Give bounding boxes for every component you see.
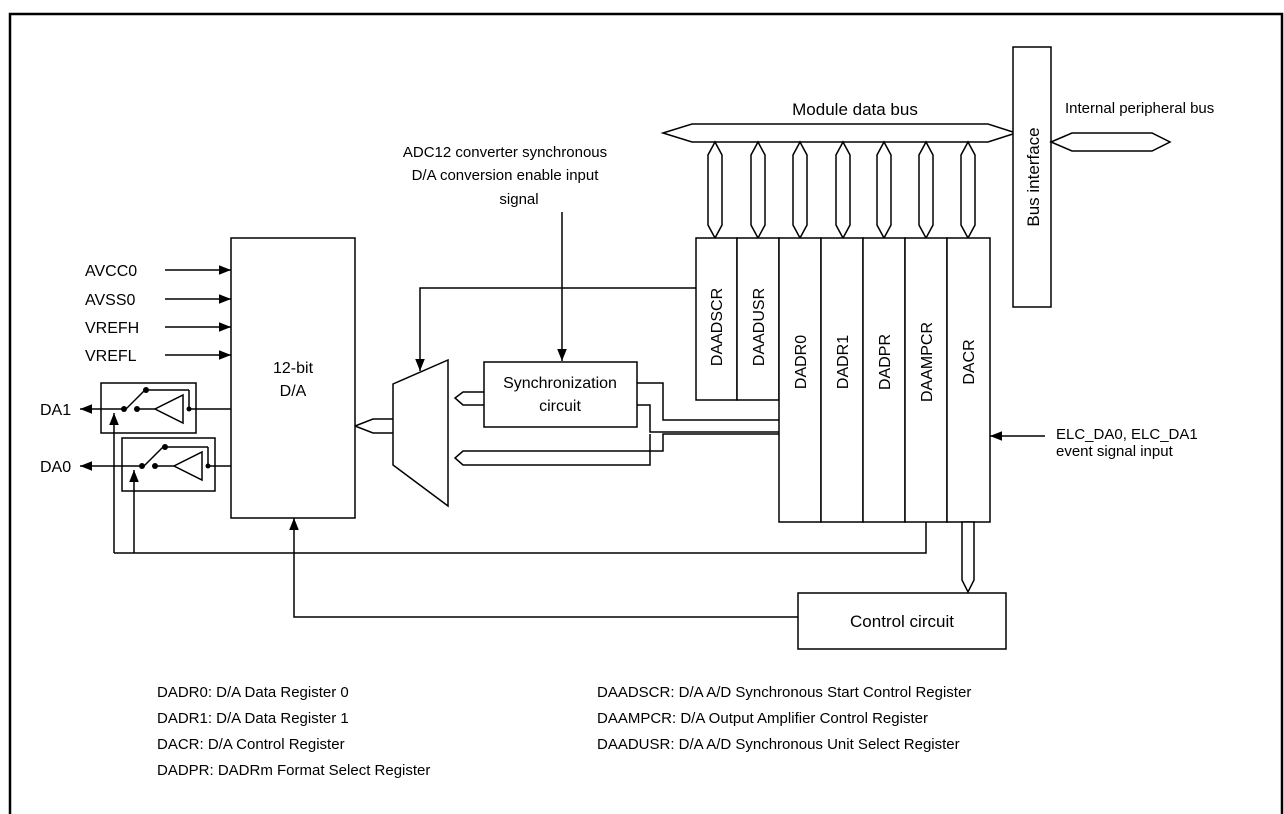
legend-right-item: DAADUSR: D/A A/D Synchronous Unit Select… — [597, 736, 960, 753]
legend-right-item: DAAMPCR: D/A Output Amplifier Control Re… — [597, 710, 928, 727]
event-label-line2: event signal input — [1056, 443, 1174, 460]
da0-output-stage — [80, 437, 231, 553]
sync-to-mux-bus — [453, 391, 484, 406]
input-avss0: AVSS0 — [85, 292, 136, 309]
output-da0: DA0 — [40, 459, 71, 476]
adc-sync-label-line3: signal — [499, 191, 538, 208]
register-bus-stubs — [707, 140, 976, 240]
register-daadusr — [736, 237, 780, 401]
module-data-bus — [660, 123, 1019, 143]
register-label: DADPR — [877, 334, 894, 390]
multiplexer — [392, 358, 449, 508]
bus-interface-label: Bus interface — [1024, 127, 1043, 226]
output-da1: DA1 — [40, 402, 71, 419]
register-label: DAADSCR — [709, 288, 726, 366]
dac-label-line2: D/A — [280, 383, 307, 400]
legend-left-item: DACR: D/A Control Register — [157, 736, 345, 753]
sync-circuit-label-line2: circuit — [539, 398, 581, 415]
legend-left-item: DADR1: D/A Data Register 1 — [157, 710, 349, 727]
control-circuit-label: Control circuit — [850, 612, 954, 631]
module-data-bus-label: Module data bus — [792, 100, 918, 119]
da0-amplifier — [172, 450, 203, 482]
register-dadpr — [862, 237, 906, 523]
register-label: DAAMPCR — [919, 322, 936, 402]
register-label: DADR1 — [835, 335, 852, 389]
da1-amplifier — [153, 393, 184, 425]
adc-sync-label-line2: D/A conversion enable input — [412, 167, 600, 184]
register-daadscr — [695, 237, 738, 401]
internal-peripheral-bus-label: Internal peripheral bus — [1065, 100, 1214, 117]
legend-left-item: DADPR: DADRm Format Select Register — [157, 762, 430, 779]
control-to-dac-line — [289, 518, 798, 618]
legend-right-item: DAADSCR: D/A A/D Synchronous Start Contr… — [597, 684, 971, 701]
input-vrefh: VREFH — [85, 320, 139, 337]
dadr0-to-sync-bus — [637, 382, 779, 433]
control-circuit-box — [797, 592, 1007, 650]
sync-circuit-label-line1: Synchronization — [503, 375, 617, 392]
dac-label-line1: 12-bit — [273, 360, 314, 377]
event-label-line1: ELC_DA0, ELC_DA1 — [1056, 426, 1198, 443]
da1-output-stage — [80, 382, 231, 553]
input-vrefl: VREFL — [85, 348, 137, 365]
daadscr-to-mux-line — [415, 287, 696, 371]
internal-peripheral-bus — [1049, 132, 1172, 152]
adc-sync-label-line1: ADC12 converter synchronous — [403, 144, 607, 161]
dadr1-to-mux-bus — [453, 433, 779, 466]
mux-to-dac-bus — [352, 418, 393, 434]
register-label: DACR — [961, 339, 978, 384]
daampcr-to-switches — [114, 522, 927, 554]
register-dacr — [946, 237, 991, 523]
dac-12bit-box — [230, 237, 356, 519]
legend-left-item: DADR0: D/A Data Register 0 — [157, 684, 349, 701]
bus-interface-box — [1012, 46, 1052, 308]
input-avcc0: AVCC0 — [85, 263, 137, 280]
register-label: DADR0 — [793, 335, 810, 389]
register-block: DAADSCR DAADUSR DADR0 DADR1 DADPR DAAMPC… — [695, 237, 991, 523]
sync-circuit-box — [483, 361, 638, 428]
figure-frame — [8, 12, 1284, 814]
dacr-to-control-bus — [961, 521, 975, 594]
register-label: DAADUSR — [751, 288, 768, 366]
legend: DADR0: D/A Data Register 0 DADR1: D/A Da… — [157, 684, 971, 779]
